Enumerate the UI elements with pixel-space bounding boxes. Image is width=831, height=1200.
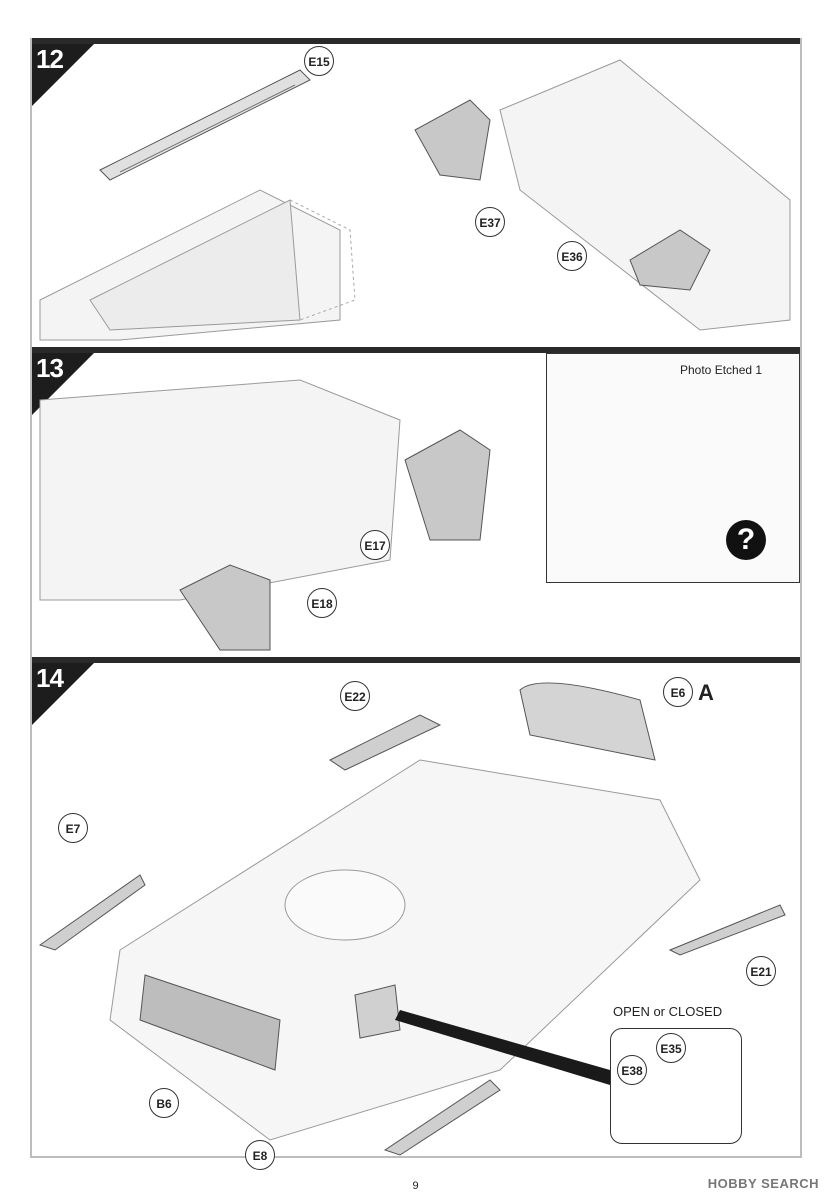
step-12-badge bbox=[32, 44, 94, 106]
option-detail-box bbox=[610, 1028, 742, 1144]
callout-e22: E22 bbox=[340, 681, 370, 711]
photo-etched-label: Photo Etched 1 bbox=[680, 363, 763, 377]
step-12-panel bbox=[32, 38, 800, 346]
page-number: 9 bbox=[412, 1180, 419, 1192]
step-14-panel bbox=[32, 657, 800, 1157]
callout-b6: B6 bbox=[149, 1088, 179, 1118]
callout-e35: E35 bbox=[656, 1033, 686, 1063]
callout-e38: E38 bbox=[617, 1055, 647, 1085]
callout-e36: E36 bbox=[557, 241, 587, 271]
callout-e6: E6 bbox=[663, 677, 693, 707]
callout-e21: E21 bbox=[746, 956, 776, 986]
callout-e8: E8 bbox=[245, 1140, 275, 1170]
step-14-number: 14 bbox=[36, 663, 64, 693]
watermark-text: HOBBY SEARCH bbox=[707, 1176, 819, 1191]
callout-e18: E18 bbox=[307, 588, 337, 618]
callout-e37: E37 bbox=[475, 207, 505, 237]
step-14-badge bbox=[32, 663, 94, 725]
callout-e15: E15 bbox=[304, 46, 334, 76]
help-question-icon: ? bbox=[726, 520, 766, 560]
callout-e17: E17 bbox=[360, 530, 390, 560]
step-13-panel bbox=[32, 347, 800, 657]
step-13-number: 13 bbox=[36, 353, 64, 383]
marker-a: A bbox=[698, 680, 714, 705]
option-open-closed-label: OPEN or CLOSED bbox=[613, 1004, 723, 1019]
step-12-number: 12 bbox=[36, 44, 64, 74]
callout-e7: E7 bbox=[58, 813, 88, 843]
